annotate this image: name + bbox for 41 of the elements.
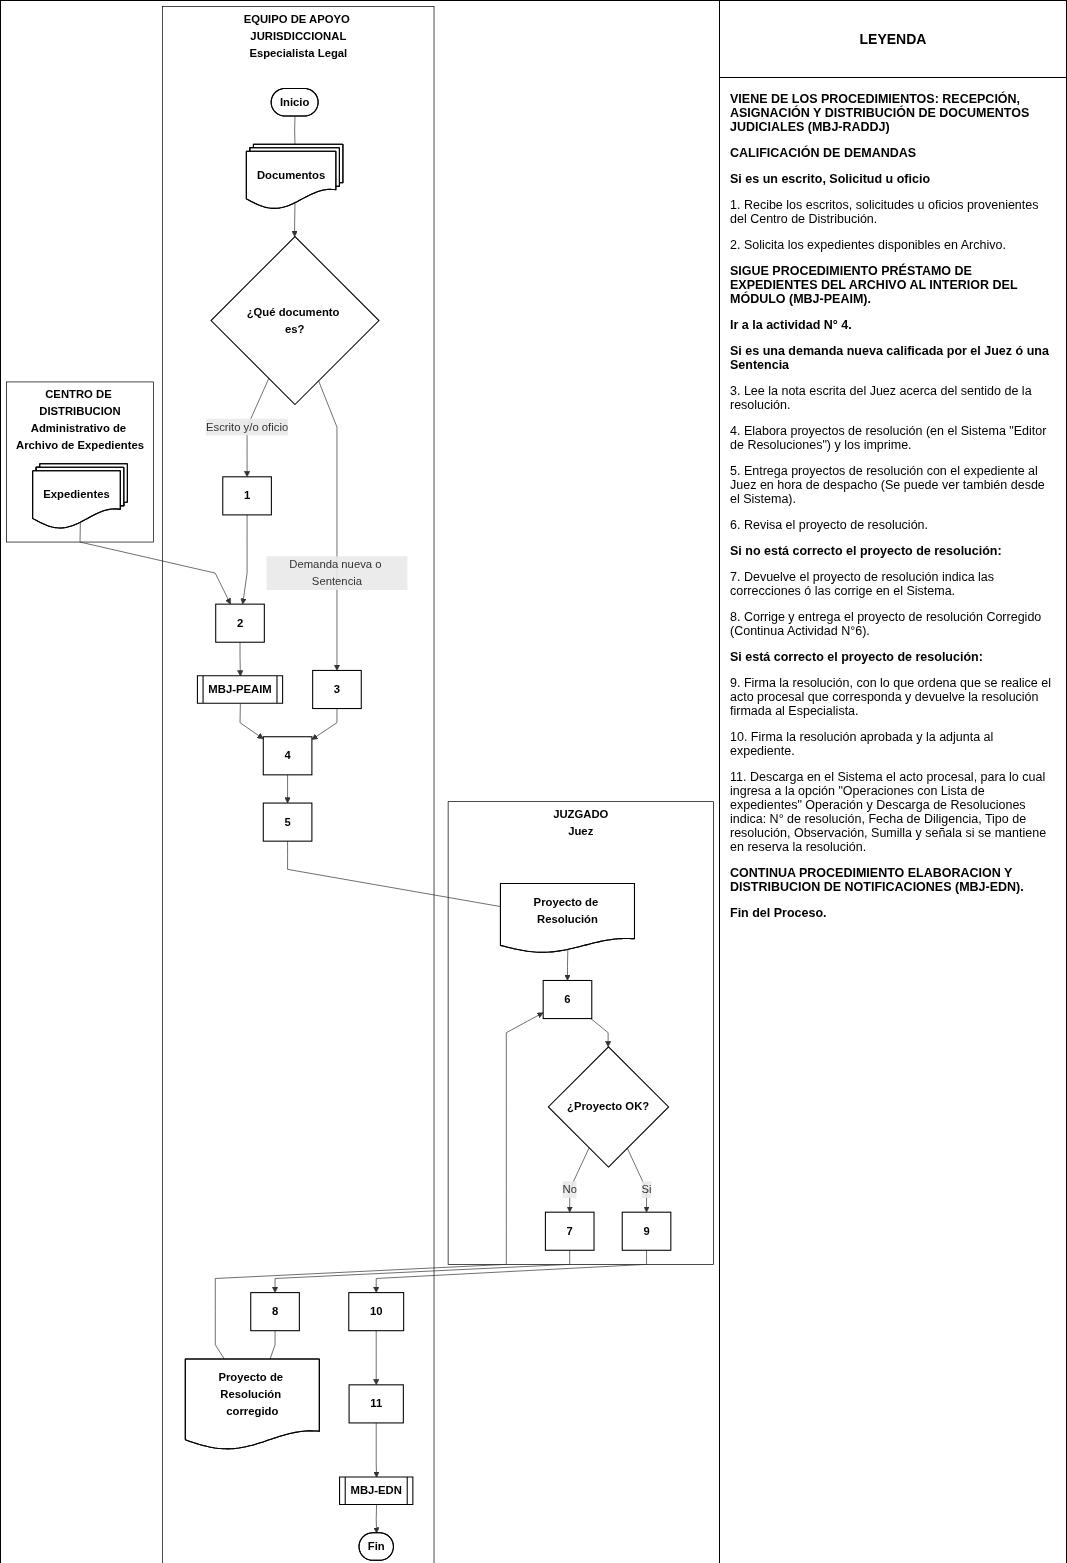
node-box: 11	[348, 1384, 404, 1424]
legend-note: 11. Descarga en el Sistema el acto procesal, para lo cual ingresa a la opción "Operaciones con Lista de expedientes" Operación y Descarga de Resoluciones indica: N° de resolución, Fecha de Diligencia, Tipo de resolución, Observación, Sumilla y señala si se mantiene en reserva la resolución.	[730, 770, 1048, 854]
legend-note: Si no está correcto el proyecto de resolución:	[730, 544, 1003, 558]
legend-note: 4. Elabora proyectos de resolución (en el Sistema "Editor de Resoluciones") y los imprime.	[730, 424, 1048, 452]
legend-note: CONTINUA PROCEDIMIENTO ELABORACION Y DISTRIBUCION DE NOTIFICACIONES (MBJ-EDN).	[730, 866, 1025, 894]
edge-label: Demanda nueva o Sentencia	[289, 558, 382, 588]
legend-note: VIENE DE LOS PROCEDIMIENTOS: RECEPCIÓN, ASIGNACIÓN Y DISTRIBUCIÓN DE DOCUMENTOS JUDICIALES (MBJ-RADDJ)	[730, 92, 1031, 134]
legend-note: 8. Corrige y entrega el proyecto de resolución Corregido (Continua Actividad N°6).	[730, 610, 1043, 638]
node-box: 7	[544, 1211, 595, 1251]
node-box: 8	[250, 1292, 300, 1332]
legend-note: 1. Recibe los escritos, solicitudes u oficios provenientes del Centro de Distribución.	[730, 198, 1040, 226]
node-box: 1	[222, 476, 272, 516]
legend-note: 5. Entrega proyectos de resolución con el expediente al Juez en hora de despacho (Se puede ver también desde el Sistema).	[730, 464, 1046, 506]
edge-label: Escrito y/o oficio	[205, 420, 289, 433]
node-diamond: ¿Proyecto OK?	[547, 1046, 670, 1168]
node-box: 3	[312, 669, 362, 710]
column-heading: LEYENDA	[720, 1, 1066, 78]
connector	[287, 840, 502, 907]
node-box: 2	[215, 603, 265, 643]
edge-label: No	[562, 1183, 577, 1196]
legend-note: 2. Solicita los expedientes disponibles en Archivo.	[730, 238, 1007, 252]
legend-note: 3. Lee la nota escrita del Juez acerca del sentido de la resolución.	[730, 384, 1033, 412]
node-box: 6	[542, 979, 593, 1020]
edge-label: Si	[641, 1183, 652, 1196]
node-box: 4	[262, 736, 313, 776]
node-box: 5	[262, 802, 313, 842]
legend-note: Ir a la actividad N° 4.	[730, 318, 853, 332]
legend-note: Fin del Proceso.	[730, 906, 828, 920]
legend-note: CALIFICACIÓN DE DEMANDAS	[730, 146, 918, 160]
legend-note: 9. Firma la resolución, con lo que ordena que se realice el acto procesal que corresponda y devuelve la resolución firmada al Especialista.	[730, 676, 1052, 718]
legend-note: Si es un escrito, Solicitud u oficio	[730, 172, 932, 186]
legend-note: 10. Firma la resolución aprobada y la adjunta al expediente.	[730, 730, 995, 758]
legend-note: 7. Devuelve el proyecto de resolución indica las correcciones ó las corrige en el Sistema.	[730, 570, 996, 598]
connector	[294, 116, 296, 145]
legend-note: Si es una demanda nueva calificada por el Juez ó una Sentencia	[730, 344, 1050, 372]
legend-note: SIGUE PROCEDIMIENTO PRÉSTAMO DE EXPEDIENTES DEL ARCHIVO AL INTERIOR DEL MÓDULO (MBJ-PEAIM).	[730, 264, 1019, 306]
node-box: 9	[621, 1211, 672, 1251]
legend-note: 6. Revisa el proyecto de resolución.	[730, 518, 930, 532]
node-box: 10	[348, 1292, 405, 1332]
node-diamond: ¿Qué documento es?	[210, 235, 380, 406]
legend-note: Si está correcto el proyecto de resolución:	[730, 650, 984, 664]
